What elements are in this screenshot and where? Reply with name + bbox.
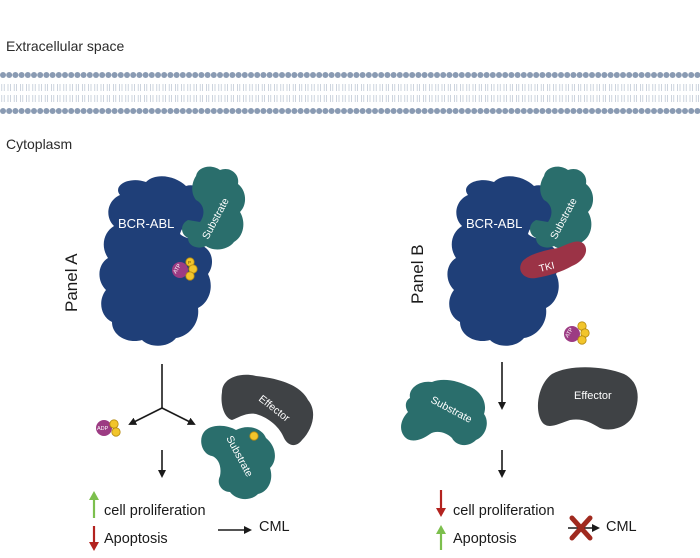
apoptosis-label-b: Apoptosis xyxy=(453,531,517,547)
substrate-bound-b xyxy=(530,166,594,250)
arrow-to-substrate-a xyxy=(161,407,196,425)
panel-a-label: Panel A xyxy=(62,253,81,312)
block-x-icon xyxy=(569,515,593,541)
down-arrow-icon xyxy=(436,490,446,517)
tki-inhibitor xyxy=(520,241,587,279)
effector-label-b: Effector xyxy=(574,390,612,402)
up-arrow-icon xyxy=(89,491,99,518)
down-arrow-icon xyxy=(89,526,99,551)
cml-label-a: CML xyxy=(259,519,290,535)
bcr-abl-label-b: BCR-ABL xyxy=(466,216,522,231)
cell-membrane xyxy=(0,72,700,114)
atp-icon-b xyxy=(564,326,580,342)
adp-label: ADP xyxy=(97,426,109,432)
arrow-to-adp xyxy=(128,407,163,425)
phosphate-icon xyxy=(185,271,195,281)
extracellular-label: Extracellular space xyxy=(6,38,125,54)
substrate-free-a xyxy=(201,425,275,500)
atp-label-b: ATP xyxy=(565,327,576,339)
substrate-bound-a xyxy=(182,166,246,250)
bcr-abl-kinase-b xyxy=(447,176,561,346)
apoptosis-label-a: Apoptosis xyxy=(104,531,168,547)
proliferation-label-b: cell proliferation xyxy=(453,503,555,519)
panel-b-label: Panel B xyxy=(408,244,427,304)
atp-icon-a xyxy=(172,262,188,278)
bcr-abl-label-a: BCR-ABL xyxy=(118,216,174,231)
adp-icon xyxy=(96,420,112,436)
bcr-abl-kinase-a xyxy=(99,176,213,346)
phosphate-label: P xyxy=(188,260,191,265)
cytoplasm-label: Cytoplasm xyxy=(6,136,73,152)
effector-a xyxy=(221,374,314,446)
cml-label-b: CML xyxy=(606,519,637,535)
phosphate-icon xyxy=(111,427,121,437)
atp-label-a: ATP xyxy=(173,263,184,275)
phosphate-icon xyxy=(577,335,587,345)
effector-b xyxy=(537,367,638,430)
phosphate-icon xyxy=(109,419,119,429)
substrate-free-b xyxy=(401,379,487,446)
tki-label: TKI xyxy=(538,260,556,274)
proliferation-label-a: cell proliferation xyxy=(104,503,206,519)
up-arrow-icon xyxy=(436,525,446,550)
phosphate-icon xyxy=(249,431,259,441)
